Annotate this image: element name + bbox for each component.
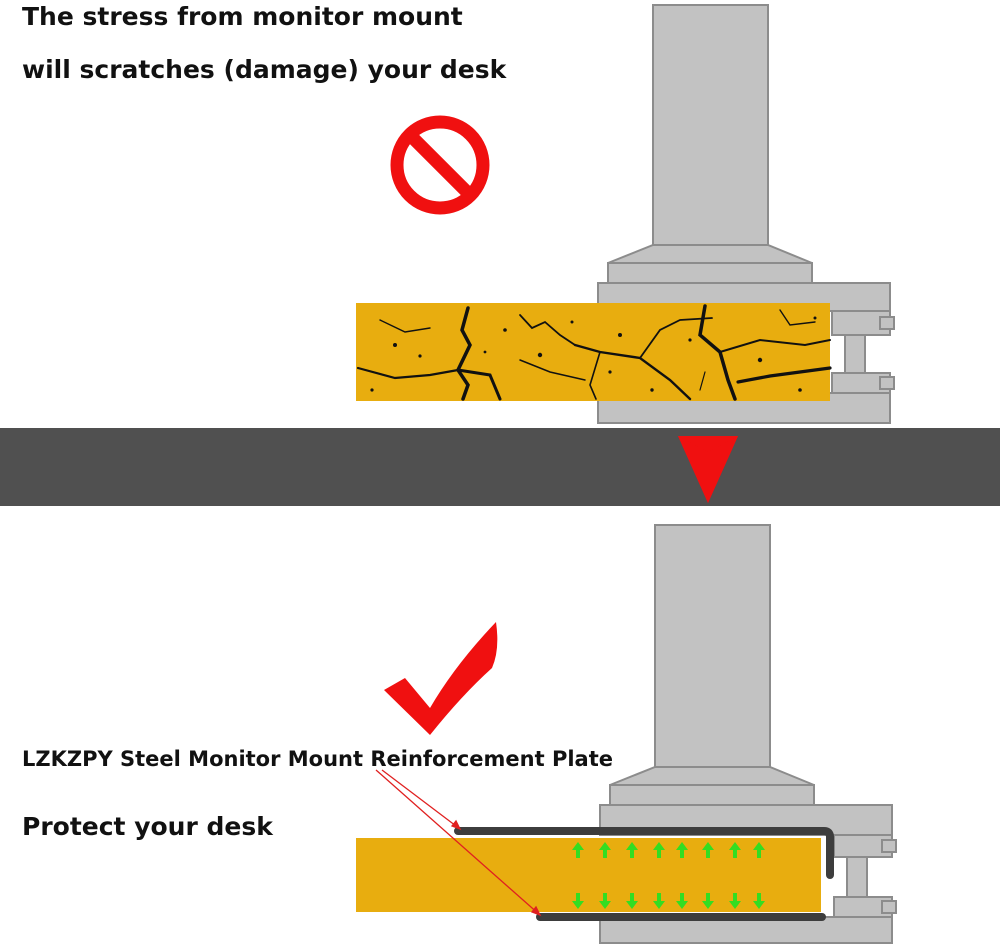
mount-base — [607, 262, 813, 284]
reinforcement-plate — [454, 827, 834, 921]
force-arrows-down — [572, 893, 765, 909]
mount-base — [609, 784, 815, 806]
arrow-down-icon-notch — [678, 436, 738, 503]
callout-lines — [375, 769, 542, 917]
mount-pole — [652, 4, 769, 246]
headline-line-2: will scratches (damage) your desk — [22, 55, 507, 84]
desk-protected — [356, 838, 821, 912]
mount-collar — [609, 766, 815, 786]
clamp-bolt — [881, 900, 897, 914]
protect-label: Protect your desk — [22, 812, 273, 841]
plate-label: LZKZPY Steel Monitor Mount Reinforcement… — [22, 747, 613, 771]
headline-line-1: The stress from monitor mount — [22, 2, 463, 31]
clamp-bolt — [879, 316, 895, 330]
clamp-bolt — [879, 376, 895, 390]
desk-cracked — [356, 303, 830, 401]
clamp-spindle — [846, 856, 868, 898]
mount-pole — [654, 524, 771, 768]
divider-band — [0, 428, 1000, 506]
prohibited-icon — [390, 115, 490, 215]
checkmark-icon — [384, 622, 498, 735]
clamp-bolt — [881, 839, 897, 853]
monitor-mount-top — [597, 4, 895, 424]
desk-crack-specks — [370, 316, 817, 392]
clamp-spindle — [844, 334, 866, 374]
mount-collar — [607, 244, 813, 264]
desk-cracks — [356, 304, 832, 401]
force-arrows-up — [572, 842, 765, 858]
